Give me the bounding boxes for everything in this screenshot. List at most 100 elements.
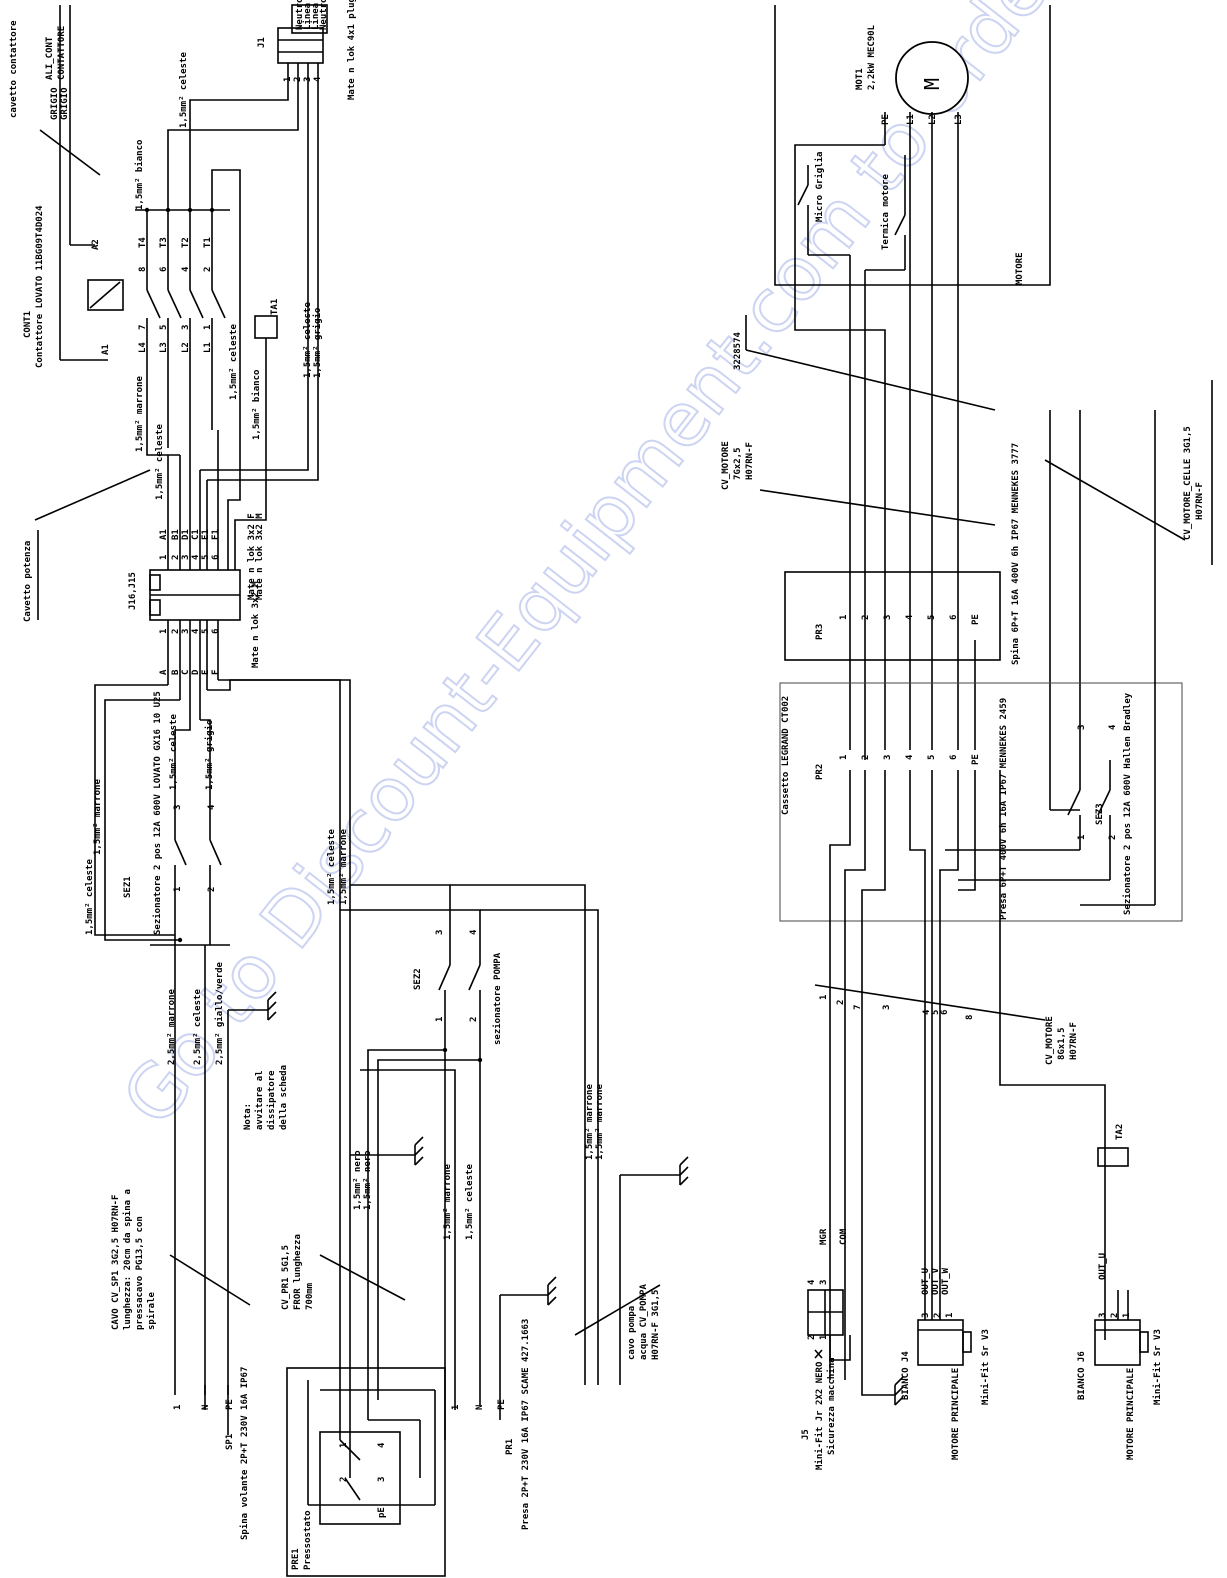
ground-symbol: [894, 1376, 904, 1406]
j16-latch: [149, 574, 161, 591]
j16-pin: 4: [191, 628, 201, 634]
pre1-pin: 4: [377, 1442, 387, 1448]
wire: [189, 63, 289, 210]
sp1-cable-line: CAVO CV_SP1 3G2,5 H07RN-F: [111, 1195, 121, 1330]
cv-pr1-leader: [319, 1254, 406, 1301]
j16-bottom-pins: [167, 620, 219, 720]
sez3-ref: SEZ3: [1095, 803, 1105, 825]
j16-pin: 1: [159, 629, 169, 634]
pr3-pin: 1: [839, 615, 849, 620]
pole-label-t2: T2: [181, 237, 191, 248]
wire: [200, 719, 211, 830]
junction-dot: [144, 207, 150, 213]
j16-pin: 6: [211, 629, 221, 634]
pre1-contacts: [307, 1380, 436, 1506]
j16-letter: B: [171, 669, 181, 675]
junction-dot: [177, 937, 183, 943]
sp1-wire: 2,5mm² giallo/verde: [214, 961, 225, 1065]
j5-signal: MGR: [819, 1228, 829, 1245]
pr1-pin: 1: [451, 1405, 461, 1410]
j4-conn: Mini-Fit Sr V3: [980, 1329, 991, 1405]
j16-pin: 3: [181, 629, 191, 634]
pre1-pin: 2: [339, 1477, 349, 1482]
pole-pin: 6: [159, 267, 169, 272]
pole-label-l4: L4: [138, 342, 148, 353]
j5-ref: J5: [801, 1429, 811, 1440]
j16-letter: D1: [181, 529, 191, 540]
pole-pin: 7: [138, 325, 148, 330]
pole-label-l3: L3: [159, 342, 169, 353]
pr3-pins: [849, 640, 976, 760]
sez1-pin: 2: [207, 887, 217, 892]
j16-desc-f: Mate n lok 3x2 F: [247, 513, 257, 600]
note-line: avvitare al: [254, 1070, 265, 1130]
pr2-pin: 5: [927, 755, 937, 760]
j16-letter: F1: [211, 529, 221, 540]
pre1-ref: PRE1: [291, 1548, 301, 1570]
j4-pin: 3: [921, 1313, 931, 1318]
wire-label: 1,5mm² bianco: [251, 370, 262, 440]
sez3-switch: [945, 410, 1156, 906]
wire-number: 3: [882, 1005, 892, 1010]
j16-letter: C: [181, 670, 191, 675]
sez1-pin: 1: [173, 887, 183, 892]
sez2-pin: 4: [469, 929, 479, 935]
j16-pin: 5: [201, 629, 211, 634]
micro-griglia-switch: [797, 165, 851, 640]
cv-pr1-line: 700mm: [305, 1282, 315, 1310]
j1-desc: Mate n lok 4x1 plug: [347, 0, 357, 100]
j16-desc-m: Mate n lok 3x2 M: [255, 513, 265, 600]
sez1-switch: [108, 830, 230, 946]
sez1-wire: 1,5mm² marrone: [93, 779, 103, 855]
sp1-desc: Spina volante 2P+T 230V 16A IP67: [239, 1367, 250, 1540]
pole-pin: 3: [181, 325, 191, 330]
cv-motore-a-line: CV_MOTORE: [721, 441, 731, 490]
wire: [167, 63, 299, 210]
j16-letter: A1: [159, 529, 169, 540]
ta1-transformer: [254, 315, 278, 339]
motor-terminal: PE: [881, 114, 891, 125]
pr2-ref: PR2: [815, 764, 825, 780]
j1-pin-name: Linea: [302, 3, 313, 30]
sez3-pin: 4: [1108, 724, 1118, 730]
cv-motore-a-line: H07RN-F: [745, 442, 755, 480]
pole-label-l2: L2: [181, 342, 191, 353]
sez2-wire: 1,5mm² marrone: [585, 1084, 595, 1160]
j1-pin-name: Neutro: [319, 0, 329, 30]
pole-pin: 1: [203, 325, 213, 330]
j16-pin: 5: [201, 555, 211, 560]
j4-desc: MOTORE PRINCIPALE: [951, 1368, 961, 1460]
ta2-label: TA2: [1115, 1124, 1125, 1140]
watermark-text: Go to Discount-Equipment.com to order yo…: [106, 0, 1227, 1141]
power-cable-leader: [34, 469, 151, 521]
cv-motore-b-line: CV_MOTORE: [1045, 1016, 1055, 1065]
pump-cable-line: cavo pompa: [627, 1306, 637, 1360]
wire: [480, 909, 599, 1385]
sp1-cable-line: spirale: [146, 1291, 157, 1330]
contactor-cable-label: cavetto contattore: [9, 20, 19, 118]
sez3-desc: Sezionatore 2 pos 12A 600V Hallen Bradle…: [1122, 692, 1133, 915]
sp1-pin: N: [201, 1405, 211, 1410]
pr3-pin: PE: [971, 614, 981, 625]
j16-latch: [149, 599, 161, 616]
cv-celle-line: CV_MOTORE_CELLE 3G1,5: [1183, 426, 1193, 540]
wire: [367, 1049, 445, 1420]
sp1-wire: 2,5mm² marrone: [167, 989, 177, 1065]
j16-pin: 1: [159, 555, 169, 560]
pr2-pin: PE: [971, 754, 981, 765]
sez3-pin: 1: [1077, 835, 1087, 840]
coil-a1-label: A1: [101, 344, 111, 355]
sez2-desc: sezionatore POMPA: [492, 952, 503, 1045]
j5-desc: Mini-Fit Jr 2X2 NERO: [814, 1361, 825, 1470]
wire-label: 1,5mm² celeste: [155, 424, 165, 500]
ground-symbol: [679, 1156, 689, 1186]
wire-number: 1: [819, 995, 829, 1000]
cv-motore-b-line: H07RN-F: [1069, 1022, 1079, 1060]
j16-pin: 3: [181, 555, 191, 560]
j4-latch: [962, 1331, 972, 1353]
contactor-poles: [135, 209, 230, 380]
cv-motore-a-leader: [759, 489, 996, 526]
sp1-wire: 2,5mm² celeste: [193, 989, 203, 1065]
note-line: Nota:: [243, 1103, 253, 1130]
